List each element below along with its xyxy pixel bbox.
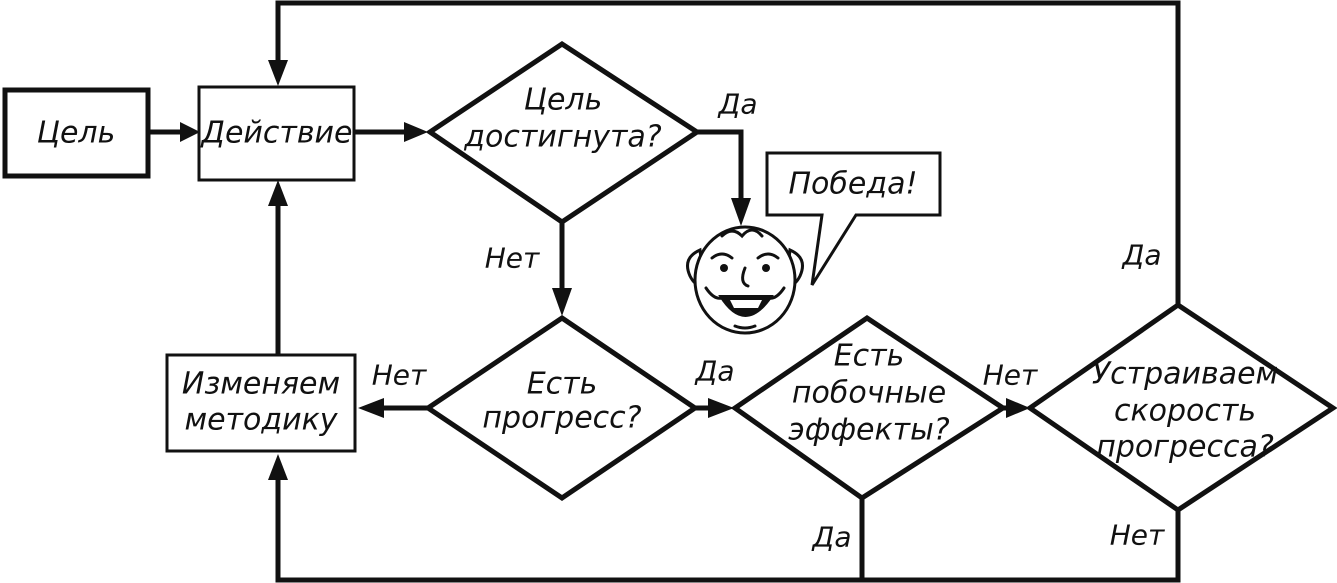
node-action: Действие (197, 85, 356, 182)
arrowhead-goal-action (180, 122, 200, 142)
node-speed-ok: Устраиваем скорость прогресса? (1025, 301, 1337, 514)
node-action-label: Действие (200, 116, 353, 151)
edge-label-speed-ok-no: Нет (1110, 519, 1165, 552)
node-speed-ok-label-line3: прогресса? (1096, 430, 1274, 465)
node-change-method: Изменяем методику (165, 353, 357, 453)
arrowhead-to-speed-ok (1006, 398, 1030, 418)
node-goal-reached-label-line2: достигнута? (463, 120, 662, 155)
node-goal-label: Цель (37, 116, 116, 151)
node-goal-reached-label-line1: Цель (524, 83, 603, 118)
arrowhead-bottom-loop (268, 454, 288, 480)
arrowhead-to-side-effects (708, 398, 734, 418)
arrowhead-to-progress (552, 288, 572, 316)
arrowhead-to-face (731, 198, 751, 226)
face-nose (741, 266, 750, 288)
edge-label-goal-reached-no: Нет (485, 242, 540, 275)
edge-labels: Да Нет Нет Да Нет Да Да Нет (372, 88, 1165, 554)
edge-goal-reached-yes (694, 129, 744, 205)
node-speed-ok-diamond (1025, 301, 1337, 514)
node-change-method-label-line2: методику (184, 403, 338, 438)
node-action-box (197, 85, 356, 182)
edge-speed-ok-no (275, 472, 1181, 583)
edge-label-progress-yes: Да (693, 355, 734, 388)
edge-label-side-effects-no: Нет (983, 359, 1038, 392)
arrowhead-top-loop (268, 60, 288, 86)
node-goal-reached-diamond (425, 41, 702, 226)
node-side-effects-label-line2: побочные (792, 376, 946, 411)
victory-label: Победа! (788, 167, 917, 202)
arrowhead-change-to-action (268, 180, 288, 206)
node-side-effects-label-line3: эффекты? (788, 413, 950, 448)
arrowhead-to-change-method (358, 398, 384, 418)
face-hair (720, 228, 764, 239)
node-goal-box (2, 87, 151, 179)
edge-label-progress-no: Нет (372, 359, 427, 392)
edge-speed-ok-yes (275, 0, 1181, 308)
node-goal-reached: Цель достигнута? (425, 41, 702, 226)
face-right-brow (756, 252, 780, 260)
face-left-eye (720, 264, 728, 272)
arrowheads (180, 60, 1030, 480)
node-speed-ok-label-line1: Устраиваем (1092, 357, 1278, 392)
arrowhead-action-goal-reached (404, 122, 428, 142)
node-goal: Цель (2, 87, 151, 179)
node-side-effects: Есть побочные эффекты? (730, 314, 1008, 502)
node-progress-label-line1: Есть (527, 367, 598, 402)
node-change-method-label-line1: Изменяем (182, 367, 340, 402)
edge-label-speed-ok-yes: Да (1120, 239, 1161, 272)
edge-label-side-effects-yes: Да (810, 521, 851, 554)
node-side-effects-diamond (730, 314, 1008, 502)
face-left-brow (710, 252, 734, 260)
smiling-face-icon (686, 225, 804, 335)
node-progress-diamond (423, 314, 700, 502)
face-teeth (730, 300, 762, 308)
speech-bubble-shape (765, 151, 942, 286)
edge-label-goal-reached-yes: Да (716, 88, 757, 121)
node-progress-label-line2: прогресс? (482, 401, 641, 436)
node-change-method-box (165, 353, 357, 453)
node-side-effects-label-line1: Есть (834, 339, 905, 374)
node-speed-ok-label-line2: скорость (1114, 394, 1256, 429)
victory-speech-bubble: Победа! (765, 151, 942, 286)
node-progress: Есть прогресс? (423, 314, 700, 502)
face-head (693, 225, 797, 335)
face-chin (733, 324, 757, 330)
face-right-eye (762, 264, 770, 272)
